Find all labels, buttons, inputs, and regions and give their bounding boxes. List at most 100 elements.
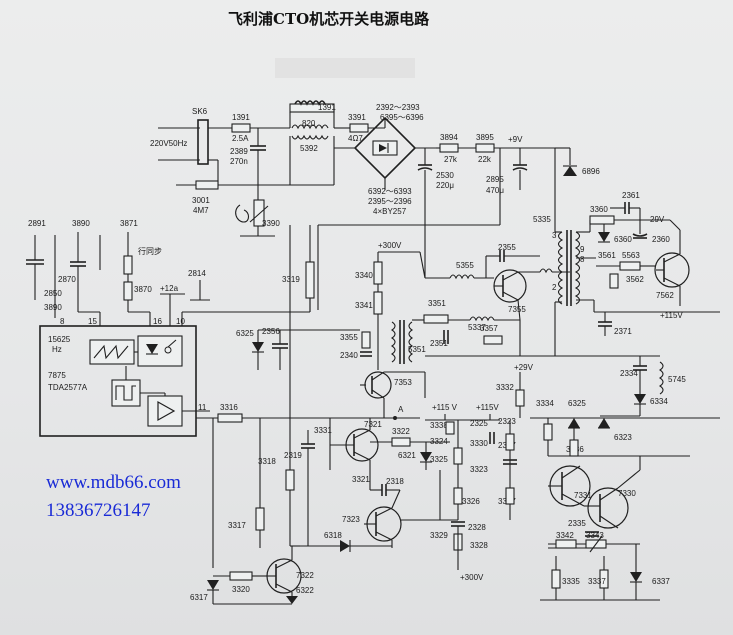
component-label-q7331: 7331: [574, 491, 592, 500]
component-label-q7330: 7330: [618, 489, 636, 498]
component-label-c2328: 2328: [468, 523, 486, 532]
watermark-url: www.mdb66.com: [46, 472, 181, 493]
component-label-c2355: 2355: [498, 243, 516, 252]
component-label-d6395: 6395～6396: [380, 113, 424, 122]
component-label-c2371: 2371: [614, 327, 632, 336]
component-label-t5351: 5351: [408, 345, 426, 354]
component-label-d6317: 6317: [190, 593, 208, 602]
component-label-r3001v: 4M7: [193, 206, 209, 215]
component-label-r3330: 3330: [470, 439, 488, 448]
component-label-c2319: 2319: [284, 451, 302, 460]
right-29v-section: +29V 3332 2334 5745 6334: [425, 320, 686, 418]
component-label-dby: 4×BY257: [373, 207, 407, 216]
component-label-mains: 220V50Hz: [150, 139, 187, 148]
main-switch: 5355 2355 7355: [425, 243, 570, 321]
component-label-l5392: 5392: [300, 144, 318, 153]
component-label-v115b: +115 V: [432, 403, 458, 412]
component-label-c2334: 2334: [620, 369, 638, 378]
component-label-r3320: 3320: [232, 585, 250, 594]
component-label-r3357: 3357: [480, 324, 498, 333]
sync-input-network: 2891 3890 3871 行同步 2870 3870 2850 3890 +…: [26, 219, 311, 326]
component-label-freq_unit: Hz: [52, 345, 62, 354]
component-label-c3351: 3351: [428, 299, 446, 308]
component-label-r3332: 3332: [496, 383, 514, 392]
component-label-c2530: 2530: [436, 171, 454, 180]
component-label-d3325: 3325: [430, 455, 448, 464]
mains-input-section: SK6 220V50Hz 3001 4M7 1391 2.5A 2389 270…: [150, 100, 385, 237]
component-label-q7355: 7355: [508, 305, 526, 314]
component-label-r3894v: 27k: [444, 155, 458, 164]
component-label-r3871: 3871: [120, 219, 138, 228]
component-label-freq_value: 15625: [48, 335, 71, 344]
component-label-d6321: 6321: [398, 451, 416, 460]
component-label-c2335: 2335: [568, 519, 586, 528]
component-label-c2895v: 470μ: [486, 186, 504, 195]
component-label-v115c: +115V: [476, 403, 499, 412]
component-label-c2360: 2360: [652, 235, 670, 244]
component-label-d6325b: 6325: [568, 399, 586, 408]
component-label-c2895: 2895: [486, 175, 504, 184]
component-label-c2325: 2325: [470, 419, 488, 428]
component-label-c2530v: 220μ: [436, 181, 454, 190]
component-label-p11: 11: [198, 403, 207, 412]
component-label-l820: 820: [302, 119, 316, 128]
component-label-name: 7875: [48, 371, 66, 380]
component-label-r3328: 3328: [470, 541, 488, 550]
component-label-d6318: 6318: [324, 531, 342, 540]
component-label-d6896: 6896: [582, 167, 600, 176]
component-label-r3324: 3324: [430, 437, 448, 446]
component-label-p10: 10: [176, 317, 185, 326]
component-label-r3890b: 3890: [44, 303, 62, 312]
component-label-r3329: 3329: [430, 531, 448, 540]
error-amplifier: 3331 7321 3321 3322 +115 V +115V 3338 33…: [300, 403, 517, 582]
component-label-r2323: 2323: [498, 417, 516, 426]
component-label-r3342: 3342: [556, 531, 574, 540]
component-label-n2: 2: [552, 283, 557, 292]
component-label-r3360: 3360: [590, 205, 608, 214]
protection-section: 3334 6325 3336 6323 7331 7330 2335: [530, 399, 720, 601]
watermark-phone: 13836726147: [46, 500, 151, 521]
component-label-n9: 9: [580, 245, 585, 254]
component-label-p15: 15: [88, 317, 97, 326]
component-label-f1391v: 2.5A: [232, 134, 249, 143]
component-label-v12: +12a: [160, 284, 179, 293]
component-label-d6360: 6360: [614, 235, 632, 244]
component-label-r3337b: 3337: [588, 577, 606, 586]
component-label-d6337: 6337: [652, 577, 670, 586]
component-label-r3895v: 22k: [478, 155, 492, 164]
component-label-c2351: 2351: [430, 339, 448, 348]
component-label-f1391: 1391: [232, 113, 250, 122]
component-label-r3001: 3001: [192, 196, 210, 205]
component-label-t5335: 5335: [533, 215, 551, 224]
component-label-r3870: 3870: [134, 285, 152, 294]
component-label-r3391v: 4Ω7: [348, 134, 363, 143]
component-label-p16: 16: [153, 317, 162, 326]
component-label-r3319: 3319: [282, 275, 300, 284]
component-label-r3895: 3895: [476, 133, 494, 142]
component-label-v9: +9V: [508, 135, 523, 144]
component-label-q7353: 7353: [394, 378, 412, 387]
component-label-r3317: 3317: [228, 521, 246, 530]
component-label-c2318: 2318: [386, 477, 404, 486]
component-label-q7323: 7323: [342, 515, 360, 524]
component-label-v300a: +300V: [378, 241, 402, 250]
aux-9v-supply: 3894 27k 3895 22k +9V 2895 470μ 6896: [436, 133, 600, 195]
component-label-r3321: 3321: [352, 475, 370, 484]
component-label-q7321: 7321: [364, 420, 382, 429]
component-label-c2340: 2340: [340, 351, 358, 360]
component-label-r3341: 3341: [355, 301, 373, 310]
component-label-r3390: 3390: [262, 219, 280, 228]
component-label-p8: 8: [60, 317, 65, 326]
component-label-r3391: 3391: [348, 113, 366, 122]
component-label-d6323: 6323: [614, 433, 632, 442]
component-label-r3343: 3343: [586, 531, 604, 540]
component-label-r3562: 3562: [626, 275, 644, 284]
component-label-l1391b: 1391: [318, 103, 336, 112]
bridge-rectifier: 2392～2393 6395～6396 6392～6393 2395～2396 …: [317, 103, 501, 310]
drive-bus: 3316 A: [196, 403, 420, 423]
component-label-r3355: 3355: [340, 333, 358, 342]
component-label-l5745: 5745: [668, 375, 686, 384]
component-label-r3561: 3561: [598, 251, 616, 260]
component-label-l5355: 5355: [456, 261, 474, 270]
